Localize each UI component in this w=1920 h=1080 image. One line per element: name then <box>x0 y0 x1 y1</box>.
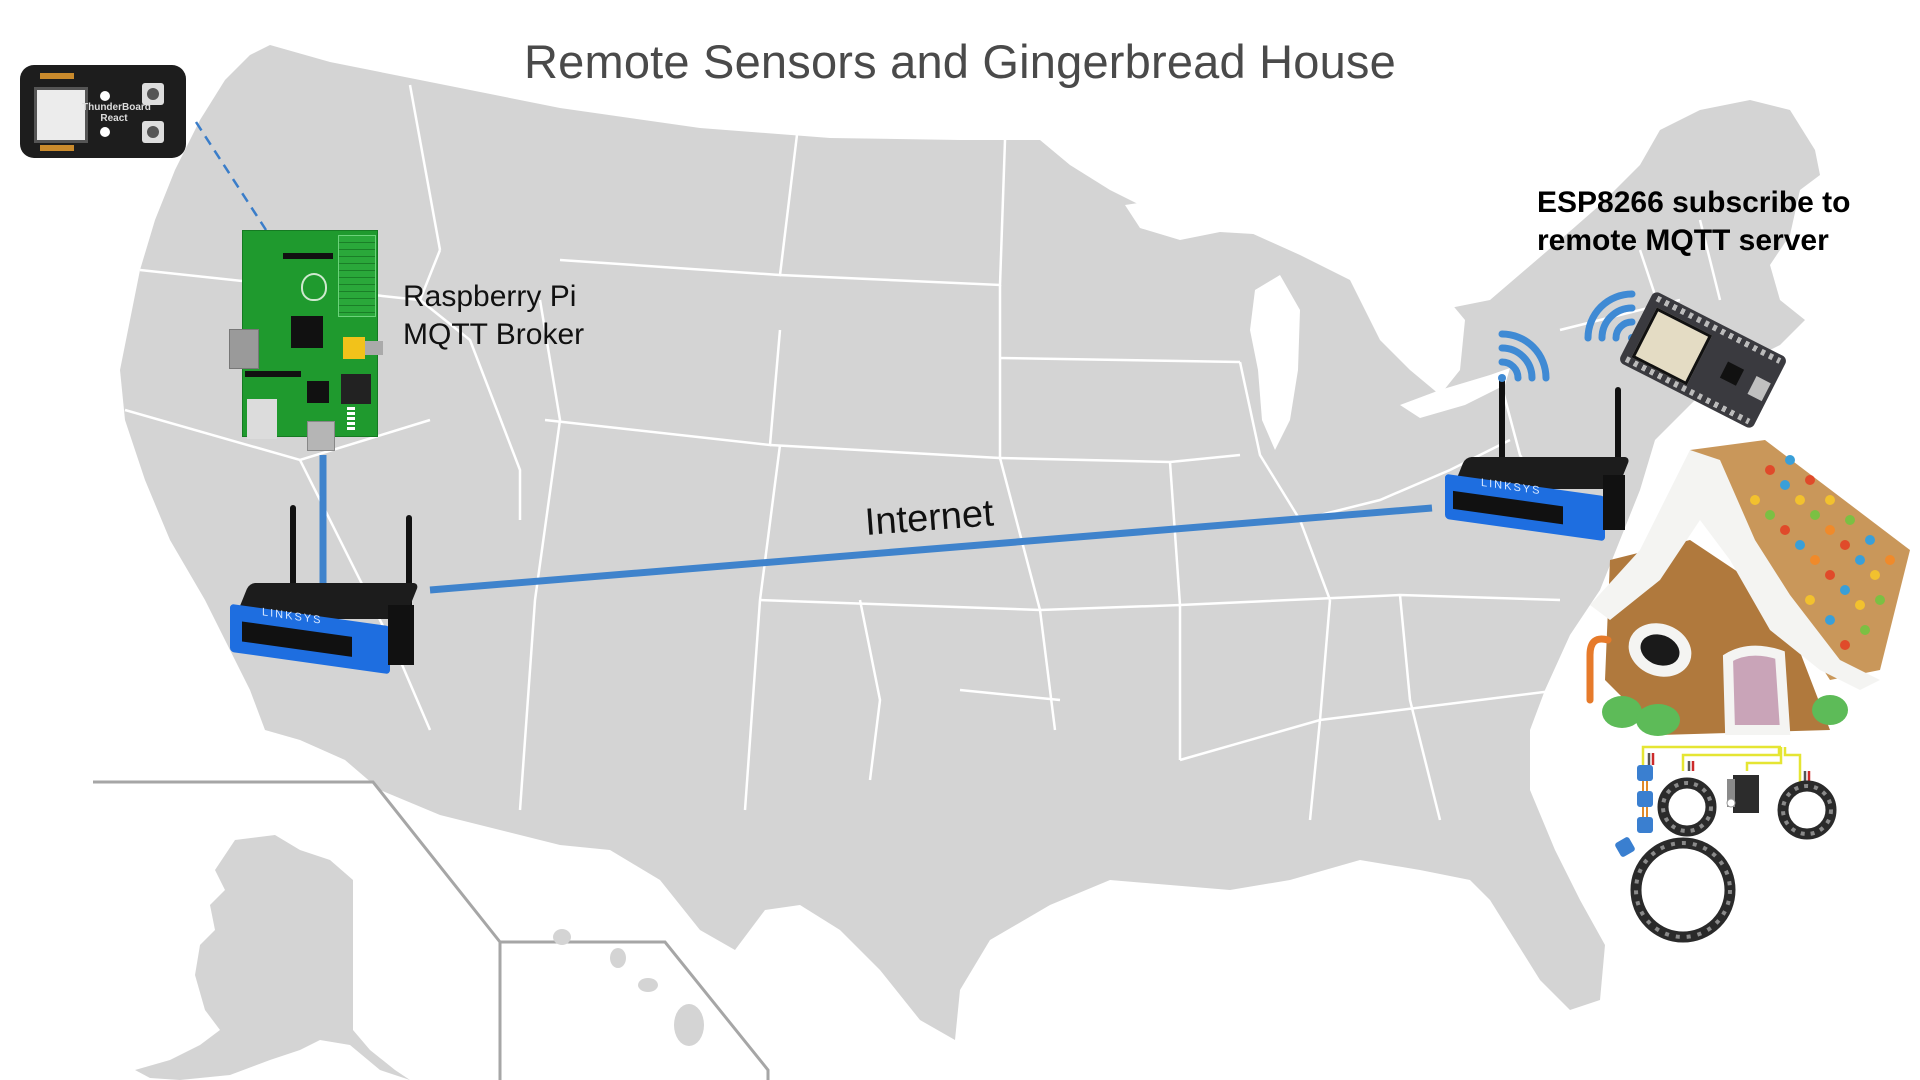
antenna-left <box>1499 375 1505 465</box>
gumdrop-3 <box>1812 695 1848 725</box>
usb-connector <box>1747 376 1771 402</box>
pcb-pads-top <box>40 73 74 79</box>
lake-michigan <box>1250 275 1300 450</box>
gpio-header <box>338 235 376 317</box>
rca-plug <box>365 341 383 355</box>
neopixel-ring-small-2-leds <box>1781 784 1833 836</box>
esp8266-label-line1: ESP8266 subscribe to <box>1537 186 1851 219</box>
bluetooth-link <box>194 121 268 231</box>
button-2 <box>142 121 164 143</box>
state-borders <box>124 84 1722 821</box>
pcb-pads-bottom <box>40 145 74 151</box>
thunderboard-label: ThunderBoard React <box>82 102 151 124</box>
raspberry-pi-label-line2: MQTT Broker <box>403 318 585 351</box>
router-side <box>1603 475 1625 530</box>
gingerbread-house <box>1586 440 1910 736</box>
module-chip <box>34 87 88 143</box>
east-router: LINKSYS <box>1425 375 1631 545</box>
wifi-icon-router <box>1498 330 1550 382</box>
neopixel-ring-small-1-leds <box>1661 781 1713 833</box>
internet-link <box>429 504 1433 594</box>
lake-superior <box>1125 195 1310 240</box>
candy-cane <box>1586 635 1612 704</box>
lake-erie <box>1400 368 1510 418</box>
status-leds <box>347 407 355 431</box>
rca-jack <box>343 337 365 359</box>
antenna-left <box>290 505 296 590</box>
hdmi-port <box>229 329 259 369</box>
antenna-right <box>1615 387 1621 487</box>
roof-icing <box>1590 450 1880 690</box>
camera-connector <box>245 371 301 377</box>
hawaii-islands <box>553 929 704 1046</box>
router-led-panel <box>1453 490 1563 525</box>
servo-motor <box>1726 775 1759 813</box>
raspberry-logo <box>301 273 327 301</box>
wifi-icon-esp <box>1584 290 1636 342</box>
roof-candies <box>1750 455 1895 650</box>
soc-chip <box>291 316 323 348</box>
usb-port <box>307 421 335 451</box>
esp8266-label-line2: remote MQTT server <box>1537 224 1829 257</box>
display-connector <box>283 253 333 259</box>
ethernet-port <box>247 399 277 439</box>
neopixel-ring-large-leds <box>1634 841 1732 939</box>
esp8266-label: ESP8266 subscribe to remote MQTT server <box>1537 184 1850 260</box>
led-dot-2 <box>100 127 110 137</box>
button-1 <box>142 83 164 105</box>
router-led-panel <box>242 621 352 657</box>
led-ring-assembly <box>1615 745 1837 943</box>
gumdrop-2 <box>1636 704 1680 736</box>
gumdrop-1 <box>1602 696 1642 728</box>
router-side <box>388 605 414 665</box>
raspberry-pi-board <box>229 230 383 451</box>
audio-jack <box>341 374 371 404</box>
house-window-hole <box>1640 634 1680 666</box>
thunderboard-react-board: ThunderBoard React <box>20 65 186 158</box>
page-title: Remote Sensors and Gingerbread House <box>524 35 1396 88</box>
house-door <box>1722 645 1791 735</box>
thunderboard-label-line1: ThunderBoard <box>82 102 151 113</box>
thunderboard-label-line2: React <box>100 113 128 124</box>
wiring <box>1641 745 1802 787</box>
roof-right <box>1690 440 1910 680</box>
neopixel-strip <box>1615 765 1653 857</box>
led-dot-1 <box>100 91 110 101</box>
alaska-shape <box>135 835 410 1080</box>
raspberry-pi-label: Raspberry Pi MQTT Broker <box>403 278 584 354</box>
strip-connectors <box>1642 781 1648 817</box>
antenna-right <box>406 515 412 615</box>
lake-huron <box>1340 255 1465 395</box>
usb-chip <box>1719 361 1745 386</box>
west-router: LINKSYS <box>230 505 420 675</box>
raspberry-pi-label-line1: Raspberry Pi <box>403 280 577 313</box>
usb-chip <box>307 381 329 403</box>
